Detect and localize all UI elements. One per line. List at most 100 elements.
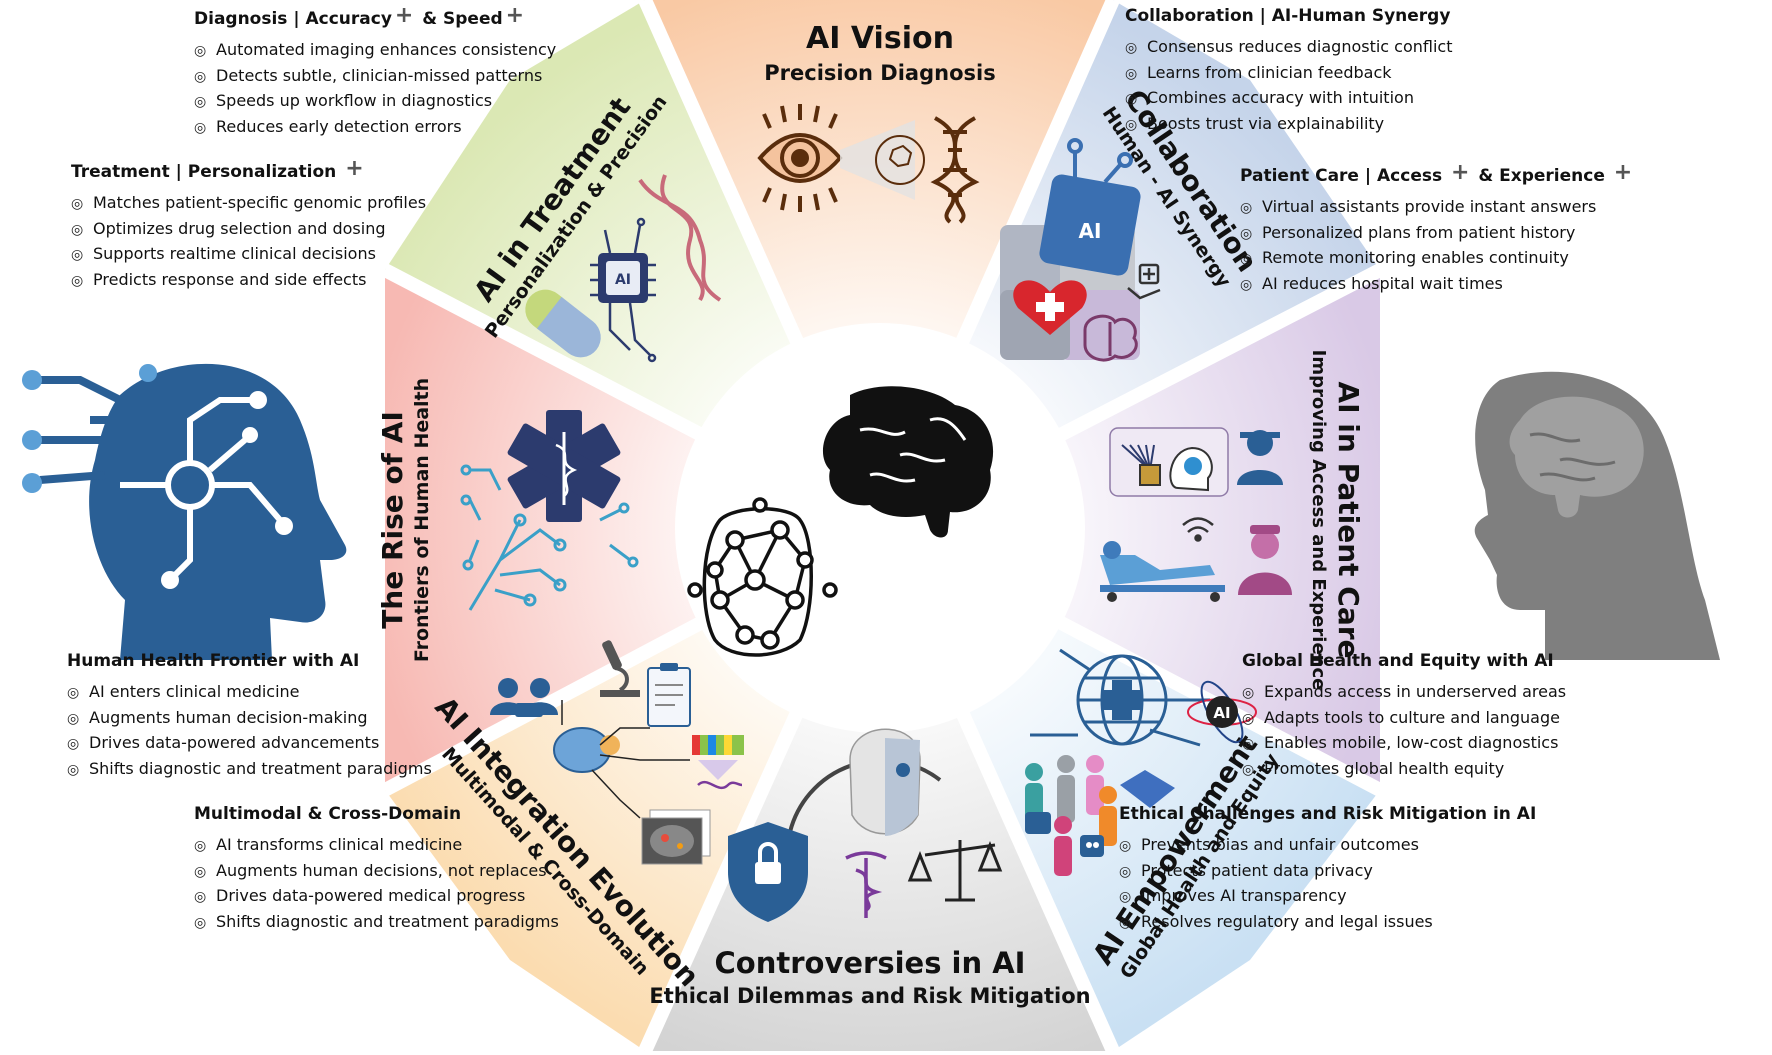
- block-patient-care: Patient Care | Access + & Experience + ◎…: [1240, 162, 1635, 297]
- bullet-text: Resolves regulatory and legal issues: [1141, 911, 1433, 931]
- chip-ai-label: AI: [615, 272, 631, 288]
- block-multimodal: Multimodal & Cross-Domain ◎AI transforms…: [194, 803, 559, 935]
- bullet-item: ◎ AI reduces hospital wait times: [1240, 272, 1635, 298]
- bullet-ring-icon: ◎: [67, 761, 80, 778]
- heading-part: & Speed: [422, 9, 503, 29]
- heading-part: Diagnosis | Accuracy: [194, 9, 392, 29]
- bullet-text: Enables mobile, low-cost diagnostics: [1264, 733, 1559, 752]
- shield-lock-icon: [728, 822, 808, 922]
- heading-part: Patient Care | Access: [1240, 166, 1443, 186]
- bullet-text: Protects patient data privacy: [1141, 860, 1373, 880]
- neural-mesh-icon: [1121, 444, 1161, 486]
- bullet-text: Personalized plans from patient history: [1262, 222, 1576, 242]
- bullet-text: Shifts diagnostic and treatment paradigm…: [89, 758, 432, 778]
- clipboard-icon: [647, 663, 691, 727]
- handshake-icon: [1120, 770, 1175, 808]
- block-treatment-heading: Treatment | Personalization +: [71, 158, 426, 183]
- bullet-ring-icon: ◎: [1119, 838, 1132, 854]
- bullet-text: Speeds up workflow in diagnostics: [216, 91, 493, 110]
- sector-patient-care: [880, 270, 1380, 790]
- bullet-ring-icon: ◎: [67, 710, 80, 727]
- bullet-text: Improves AI transparency: [1141, 886, 1347, 905]
- bullet-item: ◎ Matches patient-specific genomic profil…: [71, 191, 426, 217]
- bullet-text: Shifts diagnostic and treatment paradigm…: [216, 911, 559, 931]
- bullet-list: ◎AI transforms clinical medicine◎Augment…: [194, 833, 559, 935]
- bullet-text: Prevents bias and unfair outcomes: [1141, 835, 1419, 854]
- bullet-ring-icon: ◎: [1242, 710, 1255, 727]
- bullet-text: Remote monitoring enables continuity: [1262, 248, 1569, 267]
- bullet-ring-icon: ◎: [1242, 761, 1255, 778]
- chip-icon: AI: [590, 217, 657, 363]
- head-gear-icon: [1169, 446, 1213, 492]
- bullet-ring-icon: ◎: [194, 889, 207, 905]
- block-frontier: Human Health Frontier with AI ◎ AI enters…: [67, 650, 432, 782]
- bullet-ring-icon: ◎: [1242, 736, 1255, 752]
- title-patient-care: AI in Patient Care: [1332, 381, 1365, 658]
- robot-icon: [1025, 812, 1104, 857]
- plus-icon: +: [505, 3, 525, 28]
- block-frontier-heading: Human Health Frontier with AI: [67, 651, 360, 671]
- robot-face-icon: [849, 728, 921, 836]
- bullet-text: Reduces early detection errors: [216, 116, 462, 136]
- bullet-ring-icon: ◎: [71, 272, 84, 289]
- bullet-text: Drives data-powered advancements: [89, 733, 380, 752]
- integration-connectors: [561, 700, 690, 819]
- hospital-bed-icon: [1100, 541, 1225, 602]
- bullet-item: ◎ Speeds up workflow in diagnostics: [194, 89, 556, 115]
- bullet-ring-icon: ◎: [194, 119, 207, 136]
- bullet-item: ◎Augments human decision-making: [67, 706, 432, 732]
- nurse-icon: [1238, 525, 1292, 595]
- bullet-text: Detects subtle, clinician-missed pattern…: [216, 65, 543, 85]
- block-diagnosis: Diagnosis | Accuracy+ & Speed+ ◎Automate…: [194, 5, 556, 140]
- bullet-item: ◎ Resolves regulatory and legal issues: [1119, 910, 1536, 936]
- bullet-text: AI reduces hospital wait times: [1262, 273, 1503, 293]
- bullet-list: ◎Prevents bias and unfair outcomes◎Prote…: [1119, 833, 1536, 935]
- atom-ai-label: AI: [1213, 704, 1230, 722]
- wifi-icon: [1182, 517, 1214, 542]
- collab-ai-label: AI: [1079, 219, 1102, 243]
- bullet-text: AI enters clinical medicine: [89, 682, 300, 701]
- block-diagnosis-heading: Diagnosis | Accuracy+ & Speed+: [194, 5, 556, 30]
- bullet-item: ◎Shifts diagnostic and treatment paradig…: [194, 910, 559, 936]
- bullet-list: ◎ Virtual assistants provide instant answ…: [1240, 195, 1635, 297]
- bullet-item: ◎Boosts trust via explainability: [1125, 112, 1453, 138]
- block-global-heading: Global Health and Equity with AI: [1242, 651, 1554, 671]
- bullet-text: Drives data-powered medical progress: [216, 886, 526, 905]
- bullet-ring-icon: ◎: [1242, 685, 1255, 701]
- bullet-text: Virtual assistants provide instant answe…: [1262, 197, 1597, 216]
- bullet-ring-icon: ◎: [1240, 276, 1253, 293]
- bullet-item: ◎Remote monitoring enables continuity: [1240, 246, 1635, 272]
- block-global: Global Health and Equity with AI ◎Expand…: [1242, 650, 1566, 782]
- title-controversies: Controversies in AI: [715, 946, 1026, 980]
- heart-icon: [1013, 280, 1087, 335]
- brain-scan-icon: [641, 809, 711, 865]
- bullet-item: ◎ Enables mobile, low-cost diagnostics: [1242, 731, 1566, 757]
- bullet-item: ◎Consensus reduces diagnostic conflict: [1125, 35, 1453, 61]
- bullet-ring-icon: ◎: [194, 94, 207, 110]
- bullet-ring-icon: ◎: [1125, 65, 1138, 82]
- bullet-ring-icon: ◎: [194, 43, 207, 59]
- molecule-icon: [875, 135, 925, 185]
- bullet-item: ◎Adapts tools to culture and language: [1242, 706, 1566, 732]
- bullet-text: Combines accuracy with intuition: [1147, 88, 1414, 107]
- title-rise: The Rise of AI: [376, 411, 409, 629]
- bullet-ring-icon: ◎: [1119, 914, 1132, 931]
- bullet-item: ◎ Drives data-powered medical progress: [194, 884, 559, 910]
- gray-head-icon: [1474, 371, 1720, 660]
- bullet-ring-icon: ◎: [67, 685, 80, 701]
- scales-icon: [907, 840, 1003, 902]
- dna-helix-icon: [638, 174, 722, 302]
- bullet-text: Matches patient-specific genomic profile…: [93, 193, 427, 212]
- bullet-ring-icon: ◎: [71, 221, 84, 238]
- subtitle-rise: Frontiers of Human Health: [411, 378, 433, 662]
- doctors-dna-icon: [490, 678, 558, 717]
- bullet-ring-icon: ◎: [71, 196, 84, 212]
- bullet-item: ◎Protects patient data privacy: [1119, 859, 1536, 885]
- bullet-item: ◎Improves AI transparency: [1119, 884, 1536, 910]
- bullet-list: ◎ Matches patient-specific genomic profil…: [71, 191, 426, 293]
- brain-gear-icon: [553, 727, 620, 773]
- bullet-item: ◎ Reduces early detection errors: [194, 115, 556, 141]
- block-treatment: Treatment | Personalization + ◎ Matches p…: [71, 158, 426, 293]
- block-ethics: Ethical Challenges and Risk Mitigation i…: [1119, 803, 1536, 935]
